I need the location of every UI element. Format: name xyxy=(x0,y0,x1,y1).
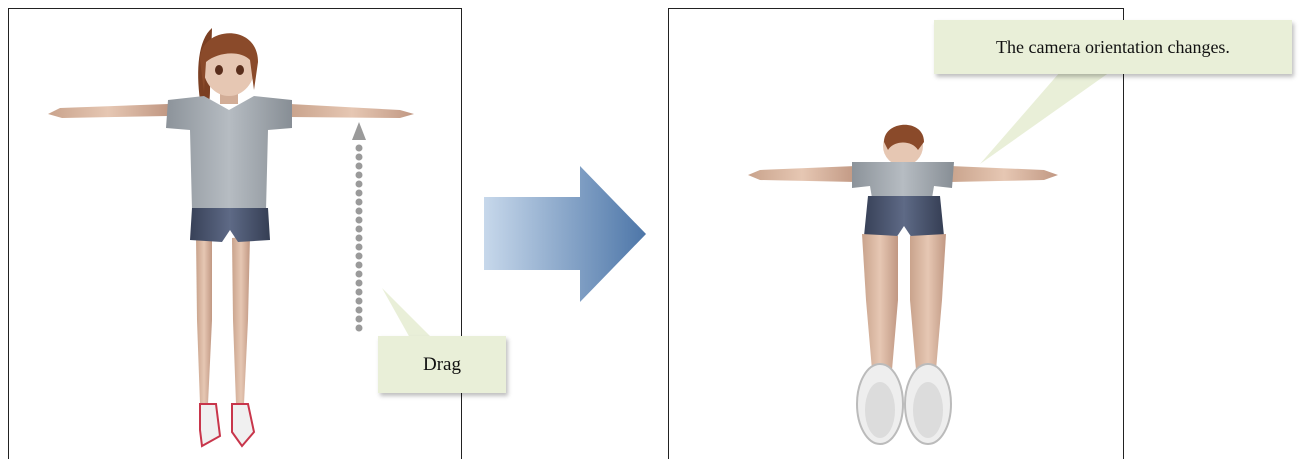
drag-label: Drag xyxy=(423,354,461,376)
drag-callout: Drag xyxy=(378,336,506,393)
camera-orientation-label: The camera orientation changes. xyxy=(996,37,1230,58)
camera-callout-pointer xyxy=(980,72,1110,164)
drag-callout-pointer xyxy=(382,288,432,338)
camera-orientation-callout: The camera orientation changes. xyxy=(934,20,1292,74)
character-bottom-view xyxy=(748,125,1058,444)
up-arrow-icon xyxy=(352,122,366,332)
right-arrow-icon xyxy=(484,166,646,302)
